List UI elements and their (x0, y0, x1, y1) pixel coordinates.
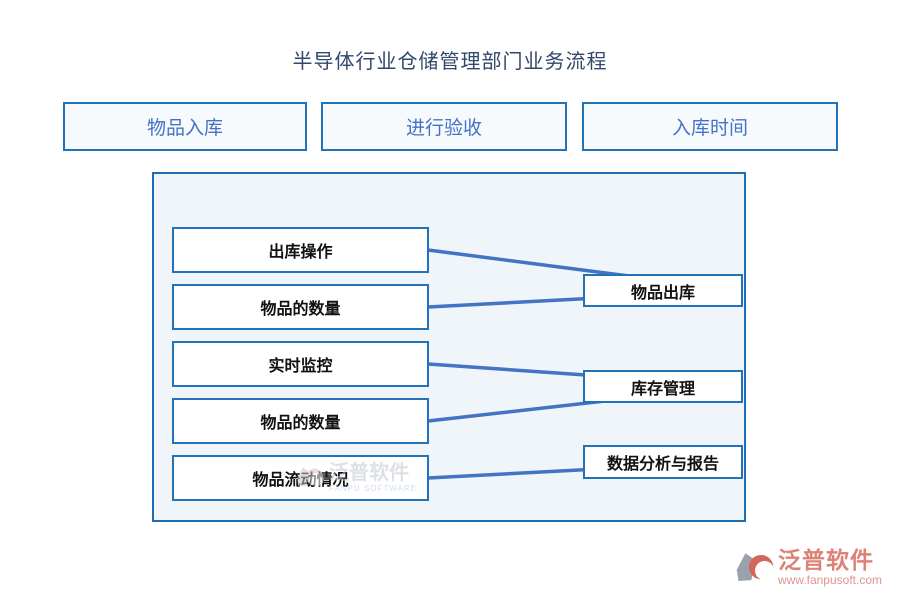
flow-node-realtime-monitoring: 实时监控 (172, 341, 429, 387)
flow-node-item-quantity-2: 物品的数量 (172, 398, 429, 444)
flow-node-label: 物品的数量 (260, 415, 341, 432)
flow-node-item-quantity-1: 物品的数量 (172, 284, 429, 330)
flow-node-label: 库存管理 (630, 380, 695, 398)
watermark-brand: 泛普软件 (329, 462, 409, 484)
flow-node-inventory-management: 库存管理 (583, 370, 743, 403)
footer-brand-logo: 泛普软件 www.fanpusoft.com (735, 548, 882, 588)
flow-node-item-outbound: 物品出库 (583, 274, 743, 307)
fanpu-logo-icon (296, 467, 324, 487)
flow-node-data-analysis-report: 数据分析与报告 (583, 445, 743, 479)
flow-node-outbound-operation: 出库操作 (172, 227, 429, 273)
flow-node-label: 数据分析与报告 (606, 456, 719, 473)
flow-node-label: 物品出库 (630, 284, 695, 302)
top-box-label: 进行验收 (405, 117, 482, 139)
top-box-acceptance: 进行验收 (321, 102, 567, 151)
flow-node-label: 实时监控 (268, 358, 333, 375)
center-watermark: 泛普软件 FANPU SOFTWARE (295, 462, 455, 493)
fanpu-logo-icon (736, 553, 775, 582)
top-box-label: 入库时间 (671, 117, 748, 139)
flow-node-label: 出库操作 (268, 244, 333, 261)
footer-brand-name: 泛普软件 (777, 547, 874, 573)
flow-panel: 出库操作 物品的数量 实时监控 物品的数量 物品流动情况 物品出库 库存管理 数… (152, 172, 746, 522)
top-box-inbound-time: 入库时间 (582, 102, 838, 151)
flow-node-label: 物品的数量 (260, 301, 341, 318)
footer-website-url: www.fanpusoft.com (777, 573, 882, 587)
top-box-item-inbound: 物品入库 (63, 102, 307, 151)
top-box-label: 物品入库 (146, 117, 223, 139)
page-title: 半导体行业仓储管理部门业务流程 (292, 49, 608, 73)
watermark-subtitle: FANPU SOFTWARE (329, 484, 417, 493)
